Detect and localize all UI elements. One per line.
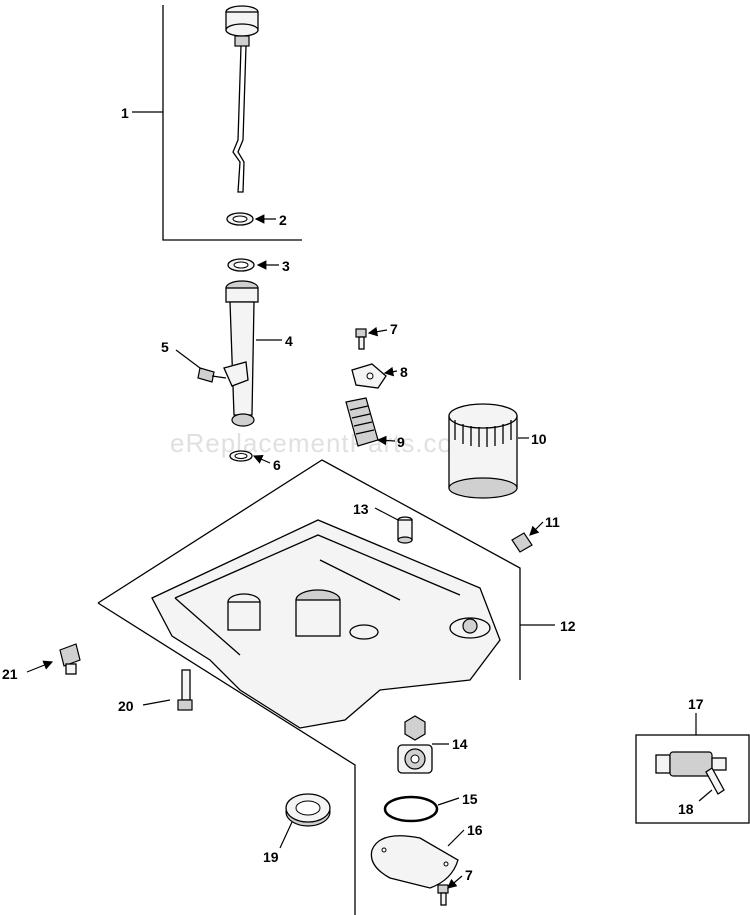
callout-5: 5 [161, 339, 169, 355]
sensor-group-box [635, 734, 750, 824]
callout-3: 3 [282, 258, 290, 274]
fitting-part[interactable] [59, 643, 81, 675]
callout-16: 16 [467, 822, 483, 838]
dipstick-part[interactable] [225, 5, 259, 193]
callout-15: 15 [462, 791, 478, 807]
screw-part-upper[interactable] [355, 328, 367, 350]
callout-17: 17 [688, 696, 704, 712]
callout-20: 20 [118, 698, 134, 714]
oil-pan-group-bracket [97, 459, 521, 915]
bracket-part[interactable] [351, 363, 387, 389]
oil-seal-part[interactable] [285, 793, 331, 827]
callout-4: 4 [285, 333, 293, 349]
callout-12: 12 [560, 618, 576, 634]
callout-9: 9 [397, 434, 405, 450]
callout-1: 1 [121, 105, 129, 121]
tube-screw-part[interactable] [197, 367, 227, 383]
watermark: eReplacementParts.com [170, 428, 476, 458]
callout-7-lower: 7 [465, 867, 473, 883]
callout-10: 10 [531, 431, 547, 447]
dipstick-tube-part[interactable] [223, 280, 259, 427]
oil-pan-part[interactable] [151, 519, 501, 729]
callout-14: 14 [452, 736, 468, 752]
callout-11: 11 [545, 514, 560, 530]
callout-19: 19 [263, 849, 279, 865]
screw-part-lower[interactable] [437, 884, 449, 906]
callout-7-upper: 7 [390, 321, 398, 337]
pump-cover-part[interactable] [370, 835, 459, 889]
callout-13: 13 [353, 501, 369, 517]
dipstick-o-ring-part[interactable] [226, 212, 254, 226]
pipe-plug-part[interactable] [511, 532, 533, 553]
pan-bolt-part[interactable] [177, 669, 193, 711]
callout-6: 6 [273, 457, 281, 473]
pump-o-ring-part[interactable] [383, 795, 439, 823]
callout-21: 21 [2, 666, 18, 682]
callout-8: 8 [400, 364, 408, 380]
oil-pump-rotor-part[interactable] [397, 715, 433, 774]
oil-sensor-part[interactable] [655, 751, 727, 795]
dipstick-group-bracket [162, 5, 302, 241]
callout-18: 18 [678, 801, 694, 817]
callout-2: 2 [279, 212, 287, 228]
oil-filter-part[interactable] [448, 403, 518, 499]
tube-lower-o-ring-part[interactable] [229, 450, 253, 462]
dowel-part[interactable] [397, 516, 413, 544]
tube-o-ring-part[interactable] [227, 258, 255, 272]
